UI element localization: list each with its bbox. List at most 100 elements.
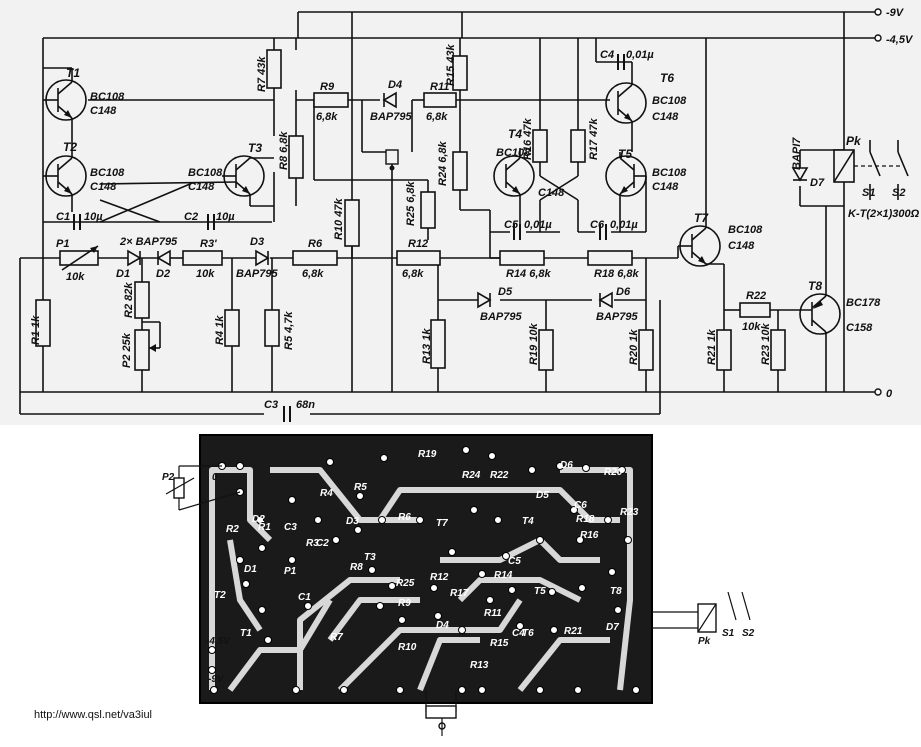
r16-label: R16 47k <box>522 118 534 160</box>
pcb-r2: R2 <box>226 524 239 535</box>
p2-label: P2 25k <box>121 332 133 368</box>
pcb-pk: Pk <box>698 636 711 647</box>
relay-s2: S2 <box>892 187 905 199</box>
pcb-r5: R5 <box>354 482 367 493</box>
pcb-r1: R1 <box>258 522 271 533</box>
pcb-t2: T2 <box>214 590 226 601</box>
pcb-r16: R16 <box>580 530 599 541</box>
pcb-r6: R6 <box>398 512 411 523</box>
pcb-t1: T1 <box>240 628 252 639</box>
pcb-c2: C2 <box>316 538 329 549</box>
pcb-r24: R24 <box>462 470 481 481</box>
t3-type-b: C148 <box>188 181 215 193</box>
r20-label: R20 1k <box>628 329 640 365</box>
d1-label: D1 <box>116 268 130 280</box>
pcb-d5: D5 <box>536 490 549 501</box>
pcb-r25: R25 <box>396 578 415 589</box>
t8-type-a: BC178 <box>846 297 881 309</box>
c1-value: 10µ <box>84 211 103 223</box>
resistor-symbols <box>35 49 786 371</box>
d2-label: D2 <box>156 268 170 280</box>
t4-ref: T4 <box>508 127 522 141</box>
d4-value: BAP795 <box>370 111 412 123</box>
transistor-t5: T5 BC108 C148 <box>605 147 687 197</box>
pcb-r17: R17 <box>450 588 469 599</box>
t7-type-b: C148 <box>728 240 755 252</box>
component-labels: R1 1k R2 82k R4 1k R5 4,7k R3' 10k R6 6,… <box>30 44 825 411</box>
c3-label: C3 <box>264 399 278 411</box>
pcb-r14: R14 <box>494 570 513 581</box>
r14-label: R14 6,8k <box>506 268 552 280</box>
pcb-t7: T7 <box>436 518 448 529</box>
schematic-wiring <box>19 38 844 415</box>
t6-type-b: C148 <box>652 111 679 123</box>
rail-minus9v-label: -9V <box>886 7 905 19</box>
r11-value: 6,8k <box>426 111 448 123</box>
r11-label: R11 <box>430 81 449 93</box>
r12-label: R12 <box>408 238 428 250</box>
r2-label: R2 82k <box>123 282 135 318</box>
rail-minus45v-label: -4,5V <box>886 34 914 46</box>
t5-ref: T5 <box>618 147 632 161</box>
r6-label: R6 <box>308 238 323 250</box>
d7-value: BAPI7 <box>791 137 803 170</box>
r19-label: R19 10k <box>528 323 540 365</box>
pcb-r22: R22 <box>490 470 509 481</box>
t8-ref: T8 <box>808 279 822 293</box>
d6-label: D6 <box>616 286 631 298</box>
pcb-r21: R21 <box>564 626 583 637</box>
pcb-r20: R20 <box>604 467 623 478</box>
r21-label: R21 1k <box>706 329 718 365</box>
c4-value: 0,01µ <box>626 49 654 61</box>
pcb-r7: R7 <box>330 632 343 643</box>
pcb-r18: R18 <box>576 514 595 525</box>
pcb-c5: C5 <box>508 556 521 567</box>
t6-type-a: BC108 <box>652 95 687 107</box>
r9-value: 6,8k <box>316 111 338 123</box>
r15-label: R15 43k <box>445 44 457 86</box>
d6-value: BAP795 <box>596 311 638 323</box>
r17-label: R17 47k <box>588 118 600 160</box>
t1-type-b: C148 <box>90 105 117 117</box>
r25-label: R25 6,8k <box>405 180 417 226</box>
d1d2-value: 2× BAP795 <box>119 236 178 248</box>
pcb-d4: D4 <box>436 620 449 631</box>
pcb-minus45v: -4,5V <box>206 636 231 647</box>
d4-label: D4 <box>388 79 402 91</box>
d3-label: D3 <box>250 236 264 248</box>
pcb-c4: C4 <box>512 628 525 639</box>
relay-ref: Pk <box>846 134 862 148</box>
r3-label: R3' <box>200 238 217 250</box>
c2-label: C2 <box>184 211 198 223</box>
c6-label: C6 <box>590 219 605 231</box>
t7-type-a: BC108 <box>728 224 763 236</box>
p1-label: P1 <box>56 238 69 250</box>
c6-value: 0,01µ <box>610 219 638 231</box>
pcb-s1: S1 <box>722 628 735 639</box>
source-url: http://www.qsl.net/va3iul <box>34 709 153 721</box>
t3-type-a: BC108 <box>188 167 223 179</box>
relay-s1: S1 <box>862 187 875 199</box>
pcb-s2: S2 <box>742 628 755 639</box>
pcb-c1: C1 <box>298 592 311 603</box>
r24-label: R24 6,8k <box>437 140 449 186</box>
d7-label: D7 <box>810 177 825 189</box>
r12-value: 6,8k <box>402 268 424 280</box>
pcb-r11: R11 <box>484 608 502 619</box>
pcb-r15: R15 <box>490 638 509 649</box>
t4-type-a: BC108 <box>496 147 531 159</box>
pcb-t6: T6 <box>522 628 534 639</box>
pcb-r23: R23 <box>620 507 639 518</box>
relay-pk: Pk S1 S2 K-T(2×1)300Ω <box>833 134 920 220</box>
r22-label: R22 <box>746 290 766 302</box>
output-jack <box>385 149 399 171</box>
t2-type-b: C148 <box>90 181 117 193</box>
transistor-t6: T6 BC108 C148 <box>605 71 687 124</box>
c1-label: C1 <box>56 211 70 223</box>
pcb-layout: R19 R20 R23 R24 R22 R21 R15 R11 R13 R12 … <box>148 432 755 742</box>
t1-type-a: BC108 <box>90 91 125 103</box>
r18-label: R18 6,8k <box>594 268 640 280</box>
t3-ref: T3 <box>248 141 262 155</box>
potentiometer-arrows <box>61 245 160 352</box>
